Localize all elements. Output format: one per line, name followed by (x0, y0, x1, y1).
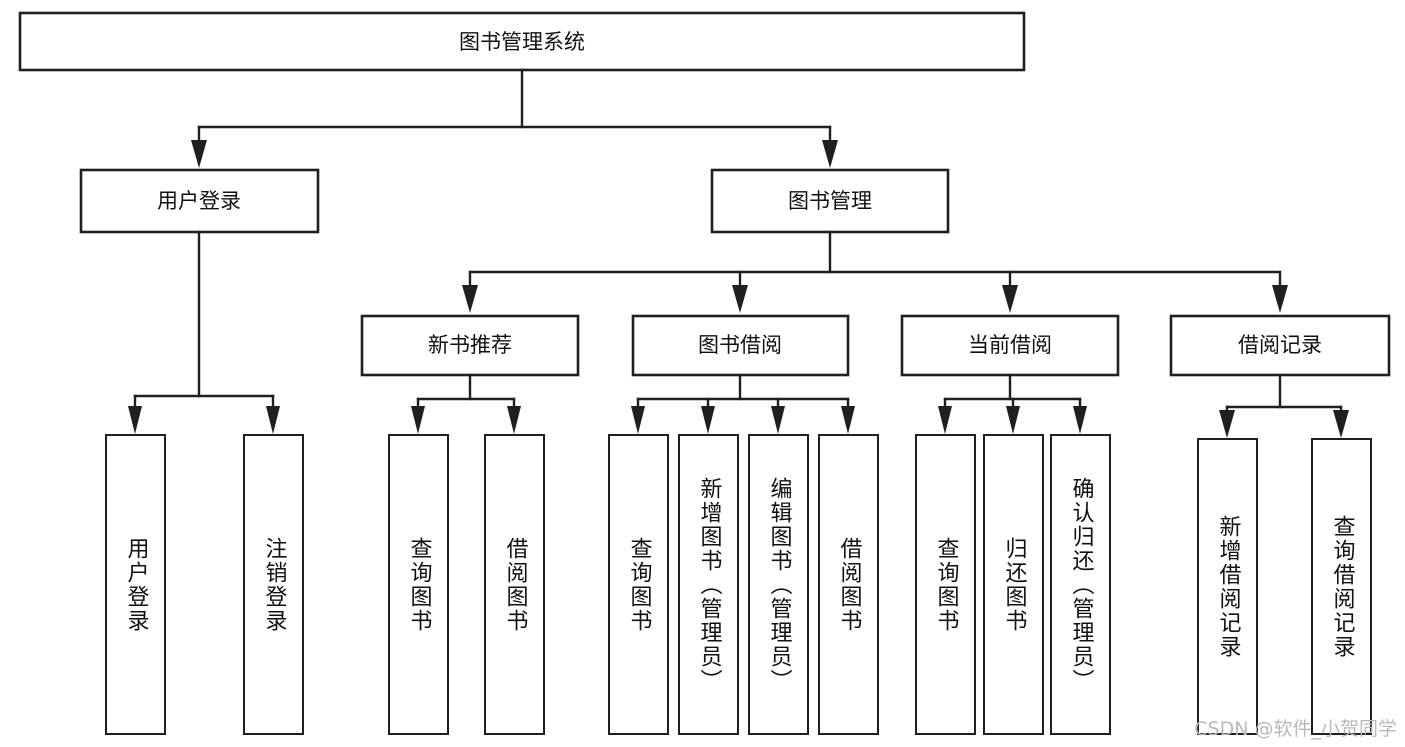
arrowhead-current-borrow (1002, 285, 1018, 313)
node-user-login[interactable]: 用户登录 (79, 168, 320, 234)
leaf-query-record[interactable]: 查询借阅记录 (1311, 438, 1372, 735)
leaf-borrow-book-1[interactable]: 借阅图书 (484, 434, 545, 735)
leaf-query-book-3[interactable]: 查询图书 (915, 434, 976, 735)
leaf-confirm-return-label: 确认归还（管理员） (1068, 476, 1094, 693)
root-label: 图书管理系统 (459, 30, 585, 54)
leaf-return-book-label: 归还图书 (1001, 536, 1027, 633)
arrowhead-leaf-query-book-1 (411, 406, 425, 434)
leaf-return-book[interactable]: 归还图书 (983, 434, 1044, 735)
current-borrow-label: 当前借阅 (968, 333, 1052, 357)
user-login-label: 用户登录 (157, 189, 241, 213)
arrowhead-leaf-add-book (701, 406, 715, 434)
leaf-edit-book[interactable]: 编辑图书（管理员） (748, 434, 809, 735)
root-box (18, 11, 1026, 72)
edges-book-borrow-to-leaves (631, 373, 855, 434)
arrowhead-leaf-query-book-2 (631, 406, 645, 434)
arrowhead-book-borrow (732, 285, 748, 313)
leaf-borrow-book-2-label: 借阅图书 (836, 536, 862, 633)
arrowhead-user-login (191, 140, 207, 168)
leaf-add-record[interactable]: 新增借阅记录 (1197, 438, 1258, 735)
arrowhead-leaf-logout (266, 406, 280, 434)
edges-root-to-level2 (191, 68, 838, 168)
leaf-query-record-label: 查询借阅记录 (1329, 514, 1355, 659)
leaf-add-book[interactable]: 新增图书（管理员） (678, 434, 739, 735)
arrowhead-new-book-rec (462, 285, 478, 313)
leaf-edit-book-label: 编辑图书（管理员） (766, 476, 792, 693)
arrowhead-book-manage (822, 140, 838, 168)
edges-new-book-rec-to-leaves (411, 373, 521, 434)
node-current-borrow[interactable]: 当前借阅 (900, 314, 1120, 377)
book-manage-label: 图书管理 (788, 189, 872, 213)
node-new-book-rec[interactable]: 新书推荐 (360, 314, 580, 377)
arrowhead-leaf-confirm-return (1073, 406, 1087, 434)
new-book-rec-label: 新书推荐 (428, 333, 512, 357)
borrow-record-label: 借阅记录 (1238, 333, 1322, 357)
node-borrow-record[interactable]: 借阅记录 (1169, 314, 1391, 377)
leaf-add-record-label: 新增借阅记录 (1215, 514, 1241, 659)
arrowhead-borrow-record (1272, 285, 1288, 313)
node-root[interactable]: 图书管理系统 (18, 11, 1026, 72)
edges-borrow-record-to-leaves (1219, 373, 1349, 438)
arrowhead-leaf-return-book (1006, 406, 1020, 434)
arrowhead-leaf-query-record (1333, 410, 1349, 438)
leaf-query-book-2[interactable]: 查询图书 (608, 434, 669, 735)
book-borrow-label: 图书借阅 (698, 333, 782, 357)
arrowhead-leaf-user-login (128, 406, 142, 434)
arrowhead-leaf-query-book-3 (938, 406, 952, 434)
current-borrow-box (900, 314, 1120, 377)
leaf-query-book-3-label: 查询图书 (933, 536, 959, 633)
leaf-query-book-1-label: 查询图书 (406, 536, 432, 633)
leaf-query-book-2-label: 查询图书 (626, 536, 652, 633)
leaf-borrow-book-2[interactable]: 借阅图书 (818, 434, 879, 735)
leaf-confirm-return[interactable]: 确认归还（管理员） (1050, 434, 1111, 735)
csdn-watermark: CSDN @软件_小贺同学 (1194, 718, 1397, 740)
edges-book-manage-to-level3 (462, 230, 1288, 313)
leaf-logout-label: 注销登录 (261, 536, 287, 633)
arrowhead-leaf-add-record (1219, 410, 1235, 438)
arrowhead-leaf-edit-book (771, 406, 785, 434)
leaf-add-book-label: 新增图书（管理员） (696, 476, 722, 693)
leaf-borrow-book-1-label: 借阅图书 (502, 536, 528, 633)
edges-user-login-to-leaves (128, 230, 280, 434)
new-book-rec-box (360, 314, 580, 377)
arrowhead-leaf-borrow-book-1 (507, 406, 521, 434)
edges-current-borrow-to-leaves (938, 373, 1087, 434)
leaf-user-login-label: 用户登录 (123, 536, 149, 633)
leaf-logout[interactable]: 注销登录 (243, 434, 304, 735)
node-book-manage[interactable]: 图书管理 (710, 168, 950, 234)
arrowhead-leaf-borrow-book-2 (841, 406, 855, 434)
book-borrow-box (631, 314, 850, 377)
leaf-user-login[interactable]: 用户登录 (105, 434, 166, 735)
leaf-query-book-1[interactable]: 查询图书 (388, 434, 449, 735)
node-book-borrow[interactable]: 图书借阅 (631, 314, 850, 377)
